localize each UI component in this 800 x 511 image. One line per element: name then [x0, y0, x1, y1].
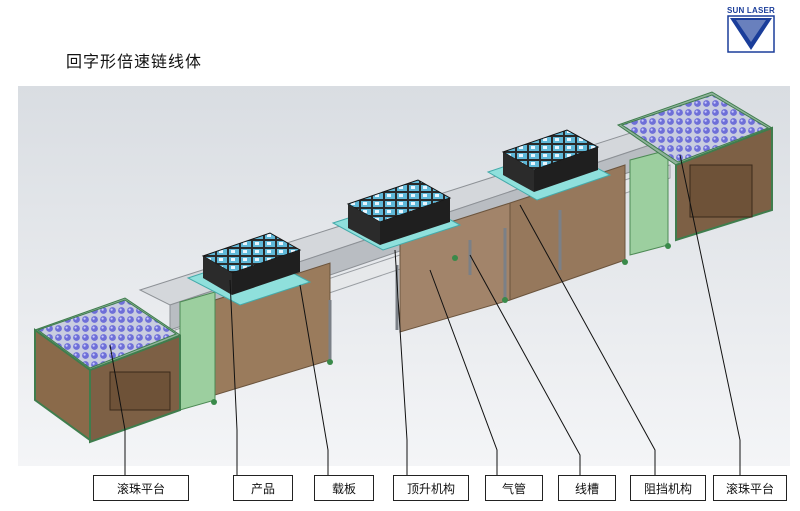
logo-mark [727, 15, 775, 53]
label-stop-mechanism: 阻挡机构 [630, 475, 706, 501]
label-product: 产品 [233, 475, 293, 501]
right-ball-top [620, 94, 770, 163]
label-wire-duct: 线槽 [558, 475, 616, 501]
label-ball-platform-right: 滚珠平台 [713, 475, 787, 501]
product-3 [501, 129, 600, 192]
logo-text: SUN LASER [726, 6, 776, 15]
leader-lines [109, 154, 741, 475]
label-air-pipe: 气管 [485, 475, 543, 501]
label-lift-mechanism: 顶升机构 [393, 475, 469, 501]
page-title: 回字形倍速链线体 [66, 52, 203, 71]
company-logo: SUN LASER [726, 6, 776, 54]
label-ball-platform-left: 滚珠平台 [93, 475, 189, 501]
green-panel-right [629, 149, 669, 256]
product-2 [346, 179, 452, 245]
left-table-box [109, 371, 171, 411]
green-panel-left [179, 291, 216, 411]
leg-feet [211, 243, 671, 405]
product-1 [201, 232, 302, 295]
left-ball-top [36, 299, 178, 369]
right-table-box [689, 164, 753, 218]
label-carrier: 载板 [314, 475, 374, 501]
